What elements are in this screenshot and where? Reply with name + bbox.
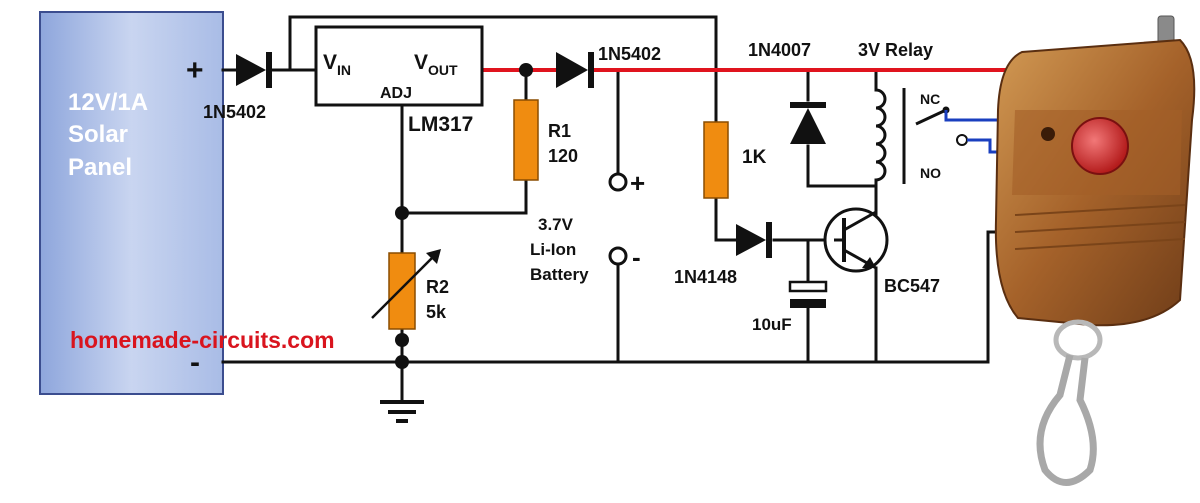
label-diode-output: 1N5402 [598, 44, 661, 64]
transistor-emitter-arrow [862, 257, 876, 268]
lm317-body [314, 25, 484, 107]
relay-no-contact [956, 134, 968, 146]
diode-output [556, 52, 594, 88]
panel-minus-sign: - [190, 346, 200, 379]
relay-armature [915, 108, 947, 126]
resistor-1k [703, 121, 729, 199]
remote-button [1071, 117, 1129, 175]
solar-panel-rating: 12V/1A [68, 89, 148, 116]
label-diode-1n4148: 1N4148 [674, 267, 737, 287]
junction-vout [519, 63, 533, 77]
battery-plus-sign: + [630, 168, 645, 198]
solar-panel-label-solar: Solar [68, 121, 128, 148]
junction-r2-low [395, 333, 409, 347]
wire-1k-to-1n4148 [714, 194, 738, 242]
panel-plus-sign: + [186, 54, 204, 87]
capacitor-10uf [788, 280, 828, 308]
junction-ground [395, 355, 409, 369]
lm317-vout-label: VOUT [414, 51, 458, 78]
capacitor-plate-negative [790, 299, 826, 308]
label-diode-1n4007: 1N4007 [748, 40, 811, 60]
relay-coil [875, 88, 887, 182]
relay-3v [875, 88, 968, 184]
diode-input-triangle [236, 54, 266, 86]
ground-symbol [380, 400, 424, 423]
label-lm317: LM317 [408, 113, 473, 136]
resistor-r2 [371, 249, 441, 330]
battery-minus-sign: - [632, 242, 641, 272]
lm317-regulator: VIN VOUT ADJ [314, 25, 484, 107]
diode-1n4007 [790, 102, 826, 144]
label-battery-word: Battery [530, 265, 589, 284]
diode-1n4148-bar [766, 222, 772, 258]
label-battery-voltage: 3.7V [538, 215, 574, 234]
junction-dots [395, 63, 533, 369]
solar-panel: 12V/1A Solar Panel [39, 11, 224, 395]
diode-1n4007-bar [790, 102, 826, 108]
label-transistor: BC547 [884, 276, 940, 296]
watermark: homemade-circuits.com [70, 327, 335, 353]
battery-terminal-minus [608, 246, 628, 266]
label-r1-value: 120 [548, 146, 578, 166]
diode-1n4007-triangle [790, 108, 826, 144]
battery-terminal-plus [608, 172, 628, 192]
transistor-bc547 [823, 207, 889, 273]
remote-led-hole [1041, 127, 1055, 141]
label-r2-value: 5k [426, 302, 447, 322]
resistor-r2-arrow-head [426, 249, 441, 264]
label-r1-name: R1 [548, 121, 571, 141]
junction-adj [395, 206, 409, 220]
wire-diode-bottom [806, 144, 878, 188]
wire-adj-to-r1 [400, 178, 528, 215]
label-relay: 3V Relay [858, 40, 933, 60]
diode-output-triangle [556, 52, 588, 88]
diode-1n4148 [736, 222, 772, 258]
solar-panel-body [39, 11, 224, 395]
label-r2-name: R2 [426, 277, 449, 297]
capacitor-plate-positive [788, 280, 828, 293]
remote-grip-lines [1014, 204, 1186, 250]
remote-control [994, 15, 1196, 486]
label-resistor-1k: 1K [742, 147, 767, 168]
label-relay-nc: NC [920, 91, 940, 107]
resistor-r1 [513, 99, 539, 181]
diode-1n4148-triangle [736, 224, 766, 256]
resistor-r2-body [388, 252, 416, 330]
remote-keyring [1053, 319, 1103, 361]
diode-input [236, 52, 272, 88]
resistor-r2-arrow-line [371, 253, 437, 319]
label-relay-no: NO [920, 165, 941, 181]
lm317-adj-label: ADJ [380, 85, 412, 102]
transistor-body [823, 207, 889, 273]
label-diode-input: 1N5402 [203, 102, 266, 122]
solar-panel-label-panel: Panel [68, 154, 132, 181]
transistor-collector-lead [843, 210, 877, 232]
diode-input-bar [266, 52, 272, 88]
diode-output-bar [588, 52, 594, 88]
lm317-vin-label: VIN [323, 51, 351, 78]
label-capacitor: 10uF [752, 315, 792, 334]
remote-clip [1036, 354, 1097, 486]
label-battery-chem: Li-Ion [530, 240, 576, 259]
